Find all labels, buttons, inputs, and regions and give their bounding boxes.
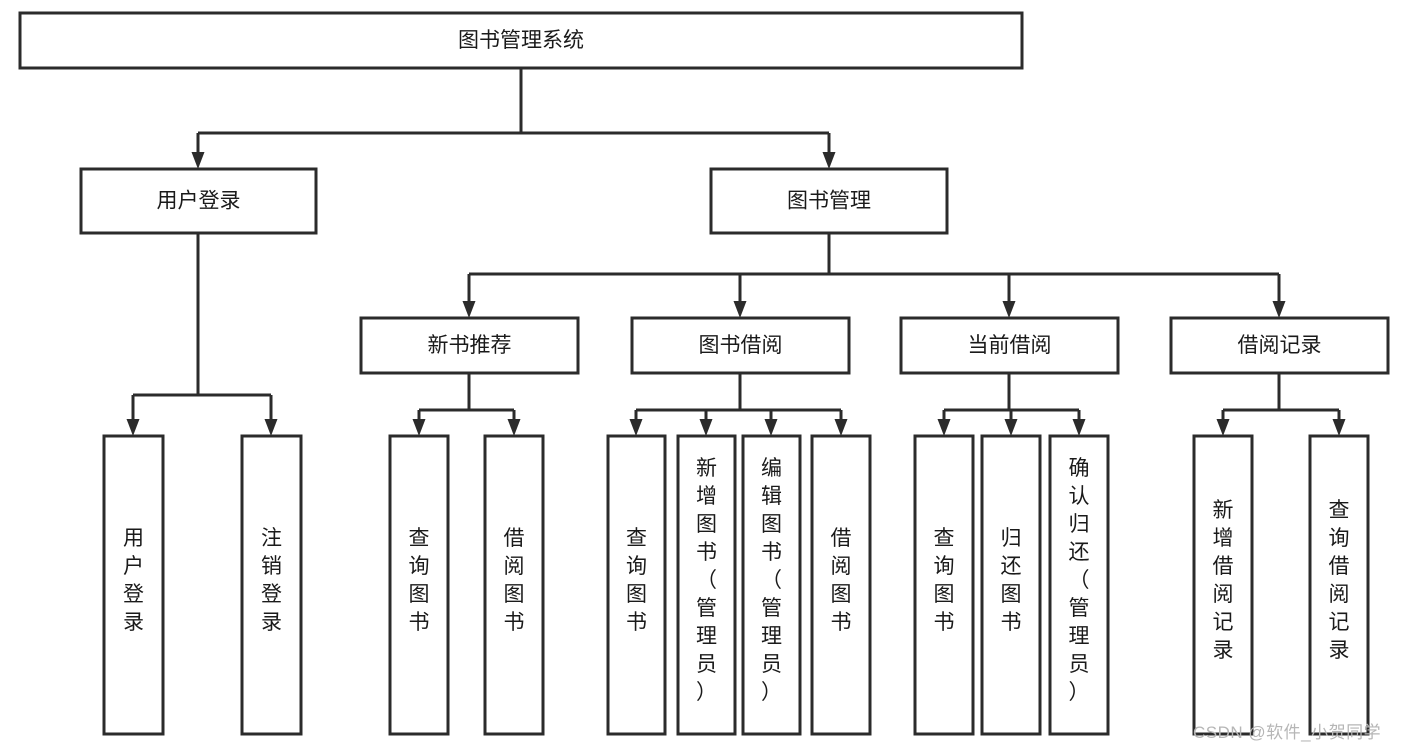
arrow-head-icon — [937, 419, 951, 436]
node-label: 查询图书 — [626, 527, 647, 634]
node-box — [913, 434, 975, 736]
arrow-head-icon — [1002, 301, 1016, 318]
connector-current-to-leaves — [937, 373, 1086, 436]
node-root-图书管理系统[interactable]: 图书管理系统 — [18, 11, 1024, 70]
node-l2-用户登录[interactable]: 用户登录 — [79, 167, 318, 235]
connector-newbook-to-leaves — [412, 373, 521, 436]
node-leaf-新增借阅记录[interactable]: 新增借阅记录 — [1192, 434, 1254, 736]
node-label: 借阅图书 — [504, 527, 525, 634]
node-box — [709, 167, 949, 235]
connector-records-to-leaves — [1216, 373, 1346, 436]
node-l3-图书借阅[interactable]: 图书借阅 — [630, 316, 851, 375]
arrow-head-icon — [764, 419, 778, 436]
node-box — [606, 434, 667, 736]
node-box — [102, 434, 165, 736]
arrow-head-icon — [191, 152, 205, 169]
node-label: 借阅图书 — [831, 527, 852, 634]
node-box — [18, 11, 1024, 70]
node-leaf-注销登录[interactable]: 注销登录 — [240, 434, 303, 736]
connector-borrow-to-leaves — [629, 373, 848, 436]
node-box — [79, 167, 318, 235]
node-l3-借阅记录[interactable]: 借阅记录 — [1169, 316, 1390, 375]
node-box — [741, 434, 802, 736]
node-label: 用户登录 — [157, 190, 241, 213]
node-leaf-确认归还管理员[interactable]: 确认归还（管理员） — [1048, 434, 1110, 736]
node-box — [1308, 434, 1370, 736]
node-leaf-归还图书[interactable]: 归还图书 — [980, 434, 1042, 736]
arrow-head-icon — [507, 419, 521, 436]
arrow-head-icon — [822, 152, 836, 169]
node-label: 新增借阅记录 — [1213, 499, 1234, 662]
arrow-head-icon — [733, 301, 747, 318]
arrow-head-icon — [1332, 419, 1346, 436]
node-box — [359, 316, 580, 375]
nodes-layer: 图书管理系统用户登录图书管理新书推荐图书借阅当前借阅借阅记录用户登录注销登录查询… — [18, 11, 1390, 736]
node-box — [899, 316, 1120, 375]
connector-userlogin-to-leaves — [126, 233, 278, 436]
watermark-label: CSDN @软件_小贺同学 — [1193, 723, 1382, 742]
node-l3-新书推荐[interactable]: 新书推荐 — [359, 316, 580, 375]
node-l3-当前借阅[interactable]: 当前借阅 — [899, 316, 1120, 375]
node-label: 确认归还（管理员） — [1069, 457, 1090, 704]
connector-root-to-level2 — [191, 68, 836, 169]
arrow-head-icon — [699, 419, 713, 436]
node-leaf-借阅图书[interactable]: 借阅图书 — [810, 434, 872, 736]
node-box — [240, 434, 303, 736]
node-leaf-编辑图书管理员[interactable]: 编辑图书（管理员） — [741, 434, 802, 736]
arrow-head-icon — [629, 419, 643, 436]
node-label: 借阅记录 — [1238, 334, 1322, 357]
connectors-layer — [126, 68, 1346, 436]
node-label: 图书借阅 — [699, 334, 783, 357]
node-label: 查询图书 — [409, 527, 430, 634]
node-box — [483, 434, 545, 736]
node-box — [1169, 316, 1390, 375]
node-label: 归还图书 — [1001, 527, 1022, 634]
node-label: 编辑图书（管理员） — [761, 457, 782, 704]
node-leaf-用户登录[interactable]: 用户登录 — [102, 434, 165, 736]
node-label: 当前借阅 — [968, 334, 1052, 357]
node-label: 图书管理系统 — [458, 29, 584, 52]
node-leaf-查询图书[interactable]: 查询图书 — [606, 434, 667, 736]
arrow-head-icon — [412, 419, 426, 436]
node-label: 查询借阅记录 — [1329, 499, 1350, 662]
node-leaf-借阅图书[interactable]: 借阅图书 — [483, 434, 545, 736]
node-box — [630, 316, 851, 375]
node-box — [1048, 434, 1110, 736]
node-leaf-查询借阅记录[interactable]: 查询借阅记录 — [1308, 434, 1370, 736]
arrow-head-icon — [1072, 419, 1086, 436]
arrow-head-icon — [1272, 301, 1286, 318]
node-l2-图书管理[interactable]: 图书管理 — [709, 167, 949, 235]
connector-bookmgmt-to-level3 — [462, 233, 1286, 318]
arrow-head-icon — [1004, 419, 1018, 436]
node-leaf-新增图书管理员[interactable]: 新增图书（管理员） — [676, 434, 737, 736]
node-label: 用户登录 — [123, 527, 144, 634]
node-box — [980, 434, 1042, 736]
arrow-head-icon — [264, 419, 278, 436]
node-box — [676, 434, 737, 736]
arrow-head-icon — [1216, 419, 1230, 436]
node-leaf-查询图书[interactable]: 查询图书 — [388, 434, 450, 736]
node-box — [1192, 434, 1254, 736]
node-leaf-查询图书[interactable]: 查询图书 — [913, 434, 975, 736]
node-box — [810, 434, 872, 736]
node-label: 新书推荐 — [428, 334, 512, 357]
node-label: 新增图书（管理员） — [696, 457, 717, 704]
arrow-head-icon — [834, 419, 848, 436]
node-label: 图书管理 — [787, 190, 871, 213]
node-box — [388, 434, 450, 736]
arrow-head-icon — [126, 419, 140, 436]
arrow-head-icon — [462, 301, 476, 318]
node-label: 查询图书 — [934, 527, 955, 634]
node-label: 注销登录 — [261, 527, 282, 634]
